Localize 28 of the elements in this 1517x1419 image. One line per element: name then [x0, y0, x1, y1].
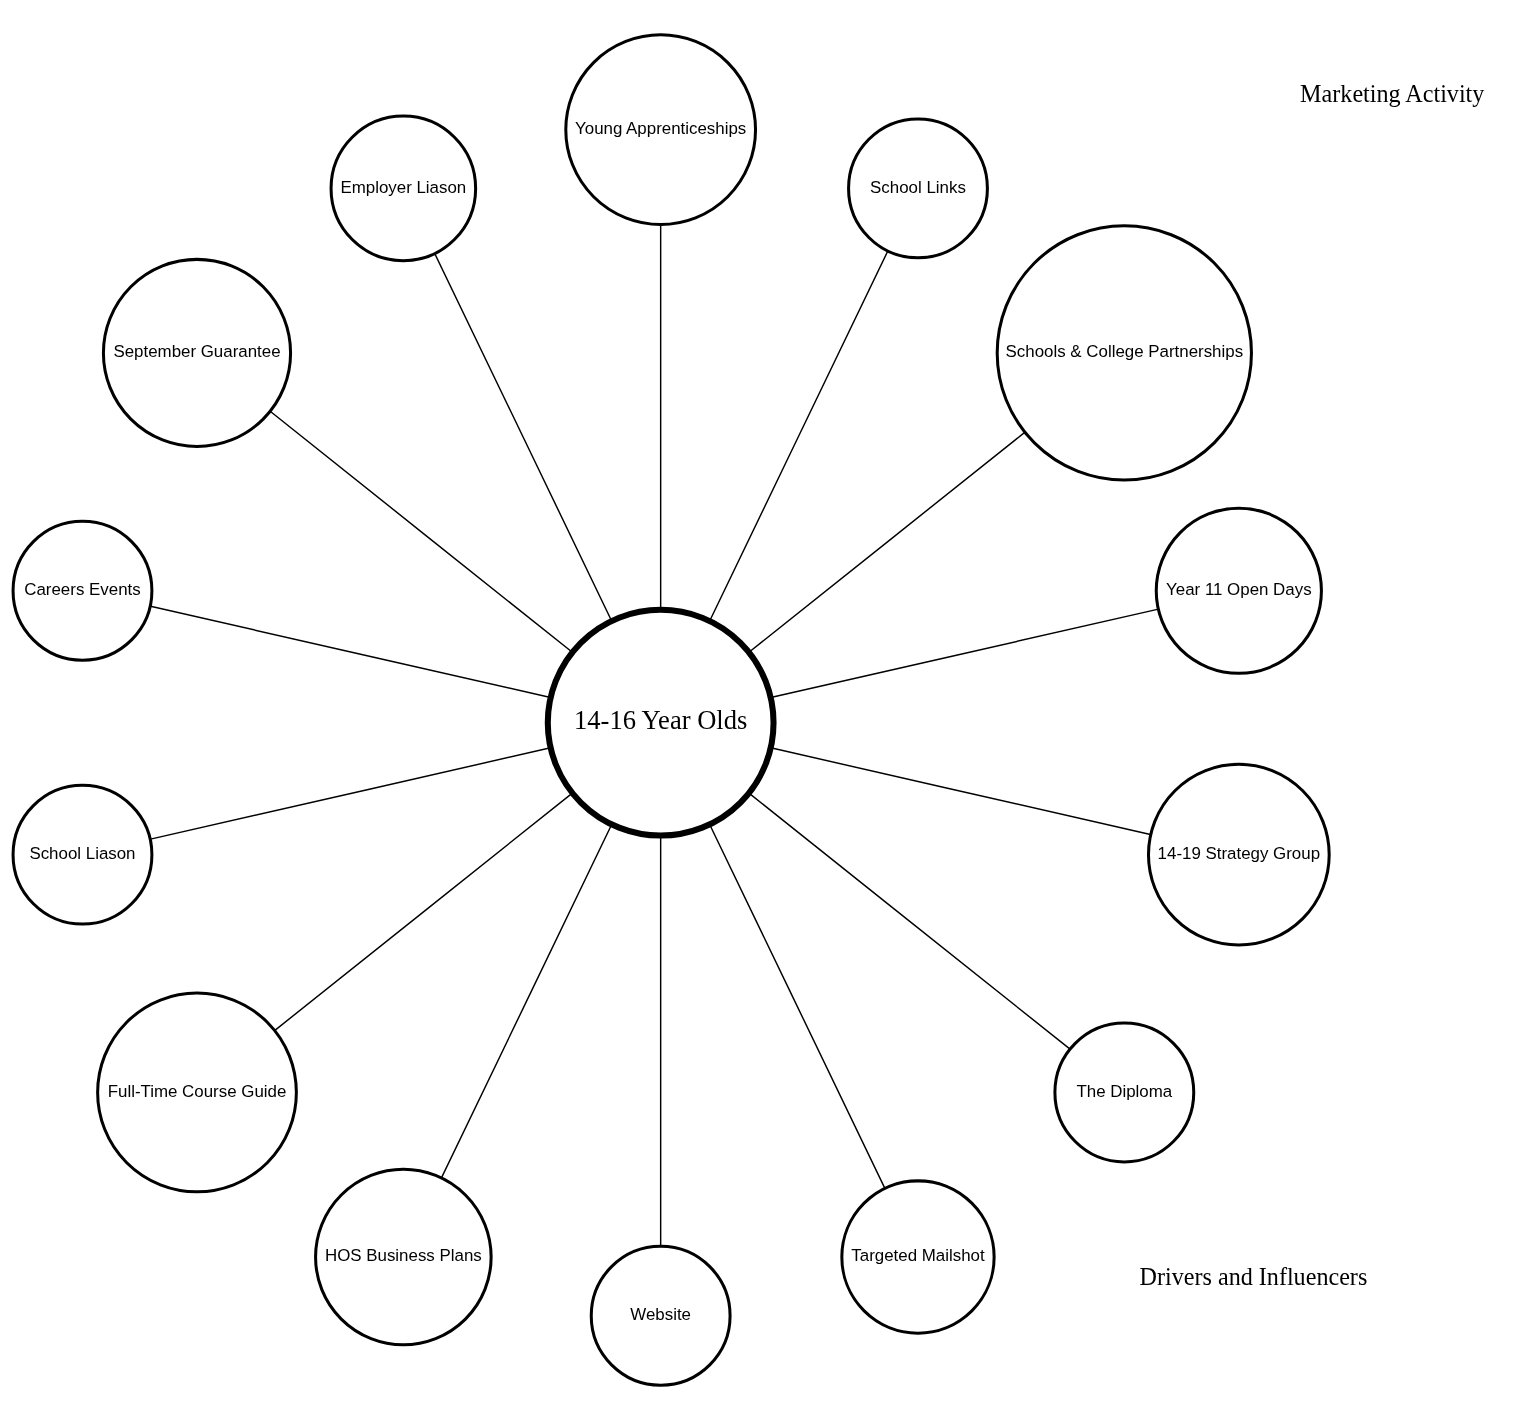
- node-circle: Schools & College Partnerships: [995, 223, 1253, 482]
- node-circle: Targeted Mailshot: [840, 1178, 996, 1335]
- node-circle: 14-16 Year Olds: [544, 606, 777, 839]
- connector: [708, 250, 889, 622]
- node-circle: HOS Business Plans: [314, 1167, 493, 1346]
- node-circle: Website: [589, 1244, 732, 1387]
- label: Drivers and Influencers: [1139, 1262, 1368, 1290]
- node-circle: The Diploma: [1053, 1021, 1196, 1163]
- connector: [748, 431, 1026, 653]
- connector: [770, 607, 1160, 698]
- connector: [434, 252, 613, 622]
- node-circle: Full-Time Course Guide: [96, 991, 298, 1193]
- connector: [273, 791, 574, 1031]
- node-circle: 14-19 Strategy Group: [1146, 762, 1331, 947]
- node-circle: Employer Liason: [329, 114, 478, 262]
- connector: [770, 746, 1152, 835]
- connector: [708, 823, 886, 1189]
- connector: [269, 410, 574, 653]
- node-circle: School Liason: [11, 783, 154, 926]
- node-circle: School Links: [847, 116, 989, 259]
- node-circle: Year 11 Open Days: [1154, 506, 1323, 675]
- connector: [659, 223, 662, 610]
- label: Marketing Activity: [1300, 79, 1485, 107]
- node-circle: Young Apprenticeships: [564, 32, 758, 226]
- connector: [748, 791, 1071, 1050]
- node-circle: September Guarantee: [101, 257, 293, 448]
- connector: [440, 823, 613, 1178]
- node-circle: Careers Events: [11, 519, 154, 662]
